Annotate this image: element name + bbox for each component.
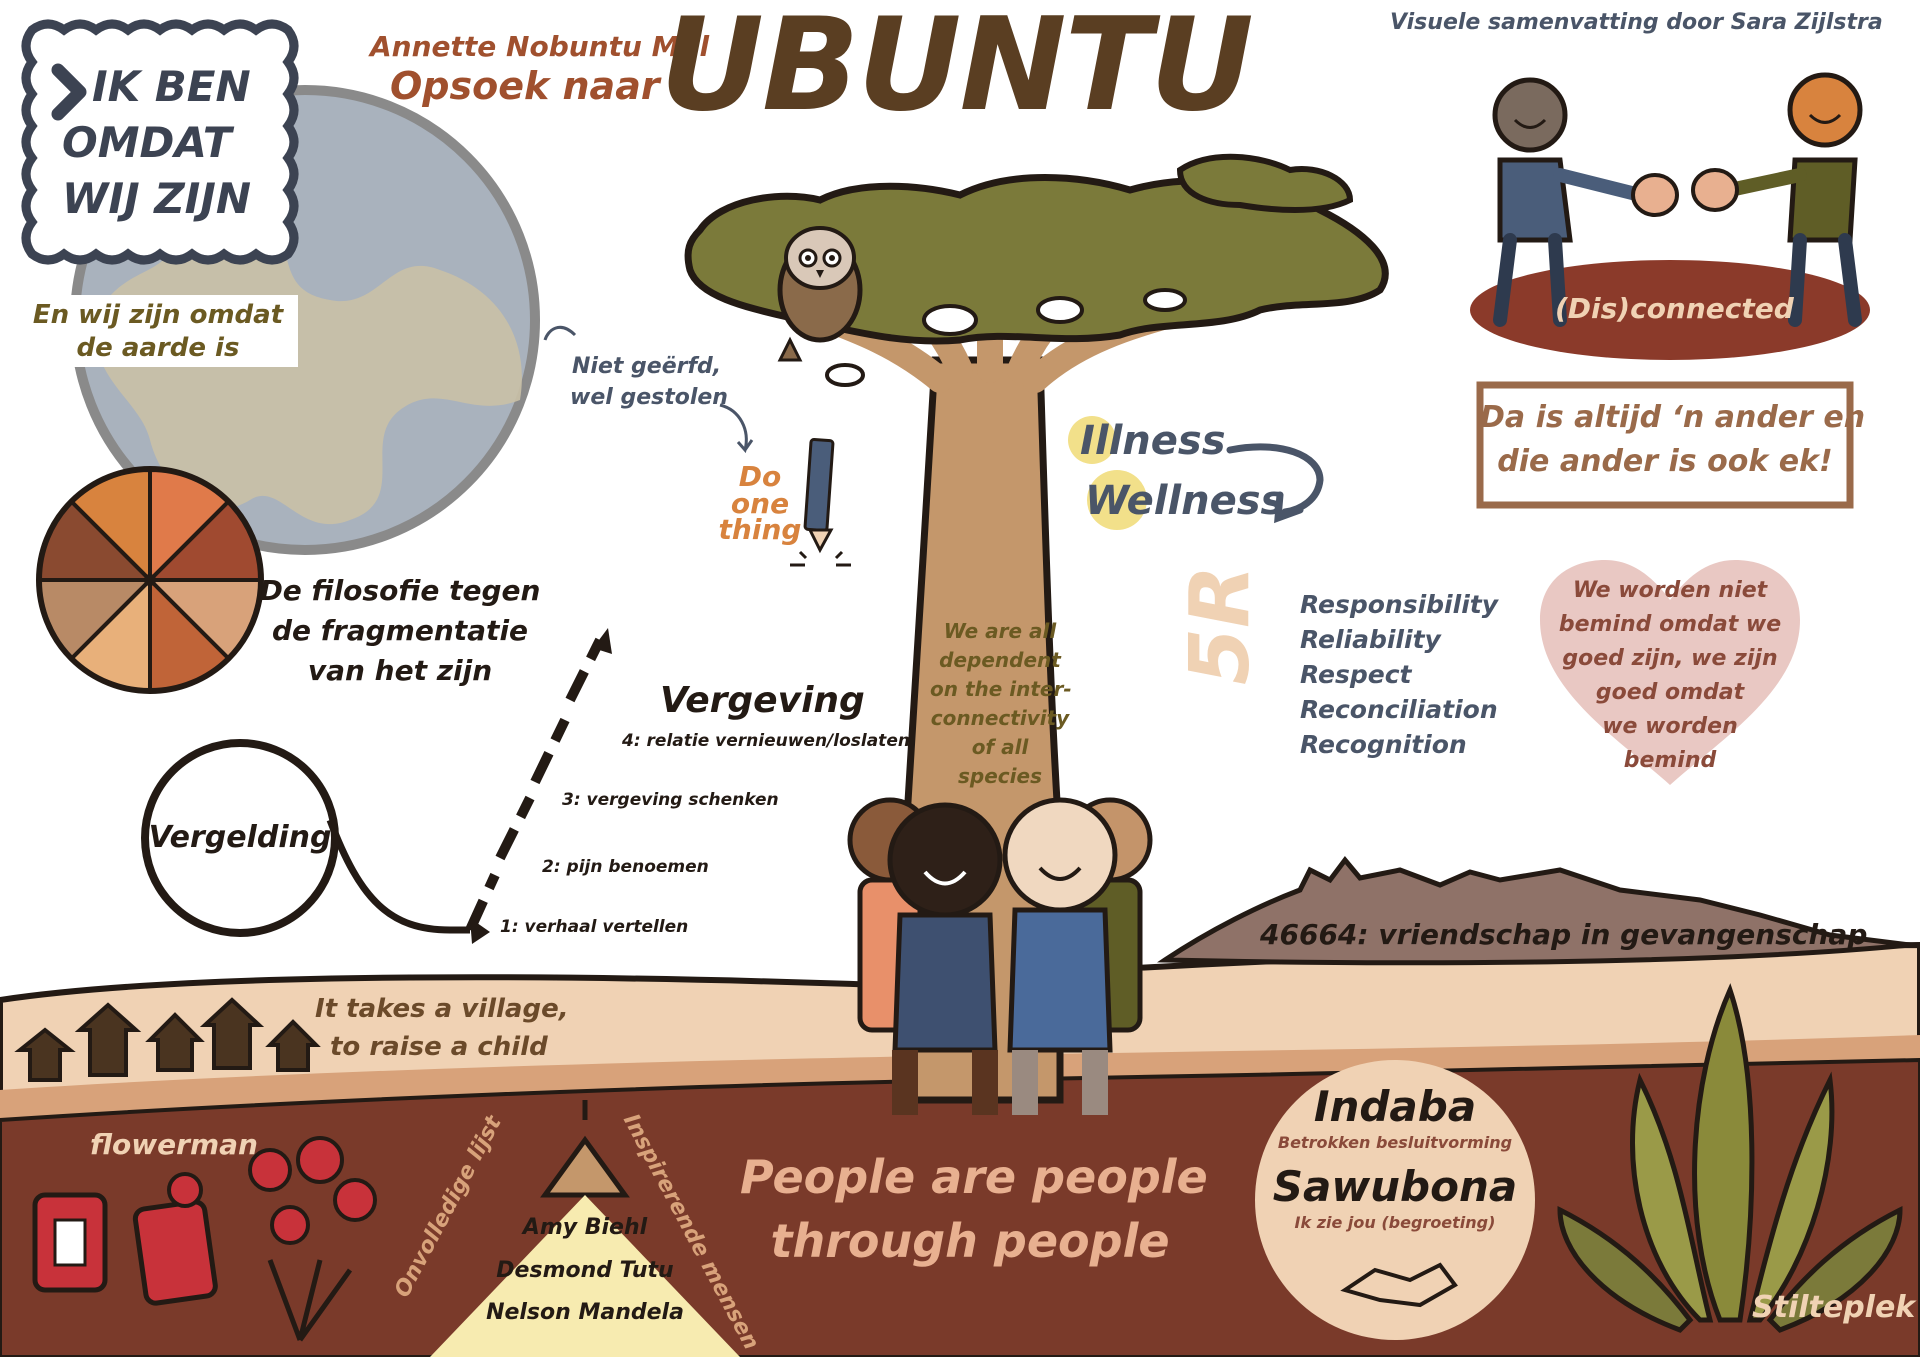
heart-shape (1540, 560, 1800, 785)
stamp-line-3: WIJ ZIJN (62, 174, 252, 223)
five-r-item-5: Recognition (1300, 730, 1467, 759)
village-huts (14, 997, 321, 1082)
do-one-thing-line-1: Do (738, 460, 782, 493)
heart-line-6: bemind (1623, 748, 1717, 773)
five-r-item-2: Reliability (1300, 625, 1441, 654)
illness-wellness-decor (1068, 416, 1324, 530)
heart-line-5: we worden (1602, 714, 1738, 739)
earth-caption-panel (18, 295, 298, 367)
trunk-text-line-1: We are all (943, 619, 1057, 643)
owl-caption-line-2: wel gestolen (570, 385, 728, 410)
five-r-label: 5R (1173, 564, 1268, 685)
quote-line-1: Da is altijd ‘n ander en (1480, 400, 1866, 435)
lamp-name-1: Amy Biehl (522, 1215, 648, 1240)
aloe-plant (1557, 983, 1903, 1333)
trunk-text-line-2: dependent (939, 648, 1061, 672)
vergelding-label: Vergelding (148, 820, 332, 855)
earth-caption-line-1: En wij zijn omdat (32, 300, 284, 330)
five-r-item-3: Respect (1300, 660, 1412, 689)
indaba-subtitle: Betrokken besluitvorming (1277, 1133, 1513, 1152)
credit-line: Visuele samenvatting door Sara Zijlstra (1390, 10, 1883, 35)
stamp-line-1: IK BEN (92, 62, 251, 111)
heart-line-3: goed zijn, we zijn (1562, 646, 1778, 671)
author-name: Annette Nobuntu Mul (370, 30, 710, 63)
heart-line-1: We worden niet (1572, 578, 1768, 603)
disconnected-illustration (1470, 72, 1870, 360)
puzzle-wheel (36, 466, 264, 694)
heart-line-2: bemind omdat we (1558, 612, 1782, 637)
indaba-circle (1255, 1060, 1535, 1340)
heart-line-4: goed omdat (1595, 680, 1745, 705)
forgiveness-step-2: 2: pijn benoemen (542, 857, 709, 877)
forgiveness-step-3: 3: vergeving schenken (562, 790, 779, 810)
quote-line-2: die ander is ook ek! (1497, 444, 1833, 479)
forgiveness-step-4: 4: relatie vernieuwen/loslaten (622, 731, 910, 751)
owl-illustration (777, 226, 863, 362)
fragmentation-line-3: van het zijn (307, 654, 493, 687)
people-text-line-1: People are people (740, 1150, 1208, 1204)
pencil-icon (790, 438, 851, 567)
trunk-text-line-4: connectivity (930, 706, 1070, 730)
trunk-text-line-5: of all (971, 735, 1029, 759)
earth-caption-line-2: de aarde is (76, 333, 240, 363)
subtitle: Opsoek naar (390, 64, 660, 108)
page-title: UBUNTU (660, 0, 1254, 140)
village-line-2: to raise a child (330, 1032, 548, 1062)
sawubona-title: Sawubona (1272, 1162, 1518, 1211)
village-line-1: It takes a village, (315, 994, 569, 1024)
illness-label: Illness (1080, 418, 1226, 464)
trunk-text-line-6: species (958, 764, 1042, 788)
vergeving-title: Vergeving (660, 680, 865, 721)
forgiveness-diagram (141, 628, 612, 944)
fragmentation-line-1: De filosofie tegen (259, 574, 541, 607)
people-text-line-2: through people (770, 1214, 1170, 1268)
disconnected-label: (Dis)connected (1555, 292, 1794, 325)
quote-box (1476, 381, 1854, 509)
stilteplek-label: Stilteplek (1752, 1290, 1916, 1325)
people-group (847, 797, 1153, 1115)
lamp-name-2: Desmond Tutu (496, 1258, 674, 1283)
stolen-arrow (719, 403, 754, 454)
forgiveness-step-1: 1: verhaal vertellen (500, 917, 689, 937)
flowerman-label: flowerman (90, 1128, 258, 1161)
lamp-name-3: Nelson Mandela (486, 1300, 684, 1325)
indaba-title: Indaba (1313, 1082, 1477, 1131)
lamp-illustration (430, 1100, 740, 1357)
stamp-frame (21, 19, 299, 265)
fragmentation-line-2: de fragmentatie (271, 614, 529, 647)
trunk-text-line-3: on the inter- (930, 677, 1072, 701)
stamp-line-2: OMDAT (62, 118, 232, 167)
flowerman-illustration (32, 1136, 377, 1342)
wellness-label: Wellness (1085, 478, 1285, 524)
mountain-label: 46664: vriendschap in gevangenschap (1260, 918, 1868, 951)
mountain-illustration (1156, 855, 1911, 966)
five-r-item-1: Responsibility (1300, 590, 1499, 619)
sawubona-subtitle: Ik zie jou (begroeting) (1294, 1213, 1496, 1232)
owl-arrow (543, 325, 577, 341)
owl-caption-line-1: Niet geërfd, (572, 354, 722, 379)
five-r-item-4: Reconciliation (1300, 695, 1498, 724)
do-one-thing-line-2: one (730, 487, 790, 520)
do-one-thing-line-3: thing (718, 513, 802, 546)
